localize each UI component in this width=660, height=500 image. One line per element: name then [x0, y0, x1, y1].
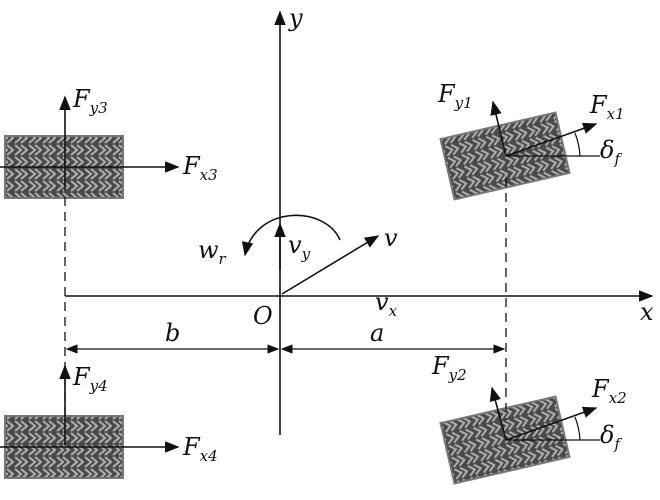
force-arrow-fy1	[490, 100, 507, 157]
origin-label: O	[253, 302, 273, 330]
y-axis-label: y	[288, 4, 303, 32]
x-axis-label: x	[640, 298, 654, 326]
fy1-label: Fy1	[437, 80, 473, 112]
fy3-label: Fy3	[72, 85, 108, 117]
steer-angle-arc-1	[574, 132, 581, 157]
fx2-label: Fx2	[591, 375, 627, 407]
velocity-v-label: v	[384, 224, 398, 252]
fx1-label: Fx1	[589, 91, 625, 123]
velocity-vx-label: vx	[375, 288, 398, 320]
velocity-v-arrow	[281, 235, 380, 295]
fy2-label: Fy2	[431, 352, 467, 384]
force-arrow-fx1	[505, 122, 598, 157]
fx4-label: Fx4	[182, 433, 218, 465]
velocity-vy-label: vy	[288, 231, 311, 263]
yaw-rate-label: wr	[198, 236, 227, 268]
steer-angle-arc-2	[574, 416, 581, 441]
fy4-label: Fy4	[72, 363, 108, 395]
force-arrow-fx2	[505, 406, 598, 441]
fx3-label: Fx3	[182, 152, 218, 184]
dimension-b-label: b	[165, 319, 180, 347]
force-arrow-fy2	[489, 386, 507, 441]
steer-angle-1-label: δf	[600, 136, 622, 168]
dimension-a-label: a	[370, 319, 384, 347]
steer-angle-2-label: δf	[600, 421, 622, 453]
yaw-rate-arrow	[241, 214, 341, 257]
